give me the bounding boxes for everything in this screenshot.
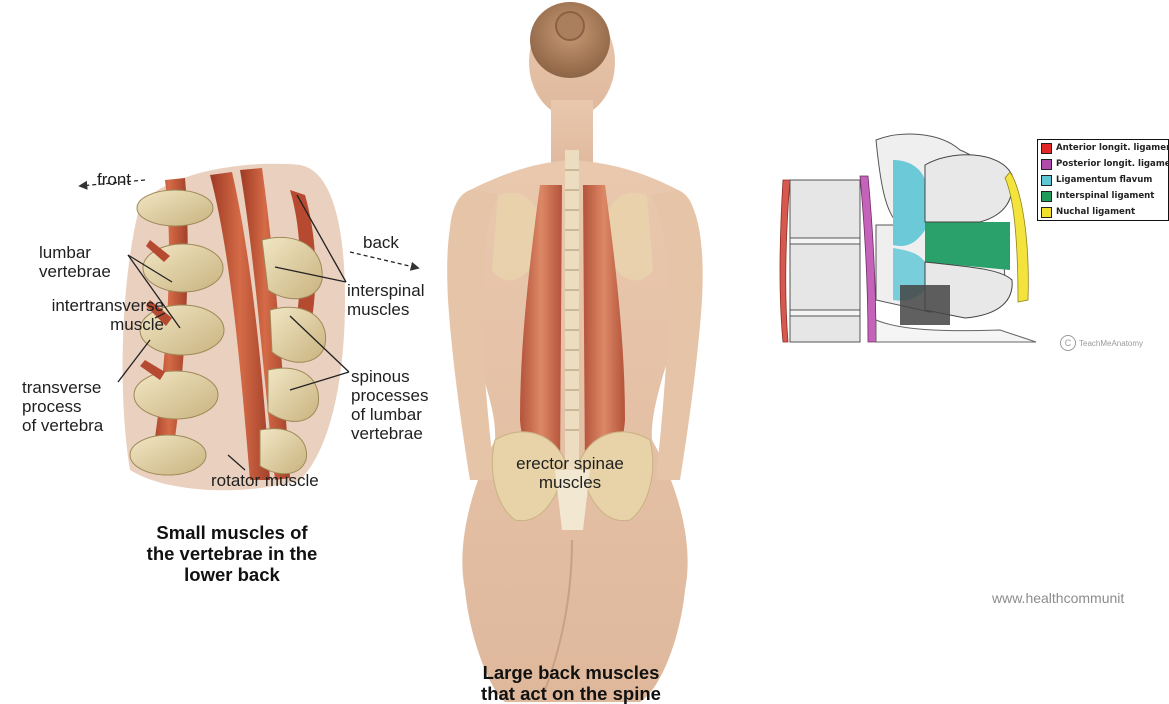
label-rotator-muscle: rotator muscle	[211, 471, 319, 490]
legend-row: Interspinal ligament	[1038, 188, 1168, 204]
label-erector-spinae: erector spinae muscles	[505, 454, 635, 492]
legend-swatch	[1041, 191, 1052, 202]
legend-swatch	[1041, 175, 1052, 186]
legend-swatch	[1041, 143, 1052, 154]
credit-text: TeachMeAnatomy	[1079, 339, 1143, 348]
legend-label: Posterior longit. ligament	[1056, 159, 1169, 169]
legend-swatch	[1041, 207, 1052, 218]
legend-swatch	[1041, 159, 1052, 170]
left-caption: Small muscles of the vertebrae in the lo…	[112, 522, 352, 585]
ligament-legend: Anterior longit. ligament Posterior long…	[1037, 139, 1169, 221]
spine-ligaments-diagram	[780, 134, 1036, 342]
label-transverse-process: transverse process of vertebra	[22, 378, 103, 435]
legend-row: Anterior longit. ligament	[1038, 140, 1168, 156]
label-front: front	[97, 170, 131, 189]
legend-row: Posterior longit. ligament	[1038, 156, 1168, 172]
label-back: back	[363, 233, 399, 252]
legend-label: Nuchal ligament	[1056, 207, 1135, 217]
center-caption: Large back muscles that act on the spine	[446, 662, 696, 704]
copyright-icon: C	[1060, 335, 1076, 351]
label-interspinal-muscles: interspinal muscles	[347, 281, 425, 319]
legend-label: Anterior longit. ligament	[1056, 143, 1169, 153]
label-spinous-processes: spinous processes of lumbar vertebrae	[351, 367, 428, 443]
teachmeanatomy-credit: C TeachMeAnatomy	[1060, 335, 1143, 351]
watermark: www.healthcommunit	[992, 590, 1124, 606]
legend-label: Interspinal ligament	[1056, 191, 1154, 201]
legend-row: Nuchal ligament	[1038, 204, 1168, 220]
label-intertransverse-muscle: intertransverse muscle	[9, 296, 164, 334]
legend-label: Ligamentum flavum	[1056, 175, 1152, 185]
back-body-illustration	[447, 2, 702, 702]
label-lumbar-vertebrae: lumbar vertebrae	[39, 243, 111, 281]
legend-row: Ligamentum flavum	[1038, 172, 1168, 188]
